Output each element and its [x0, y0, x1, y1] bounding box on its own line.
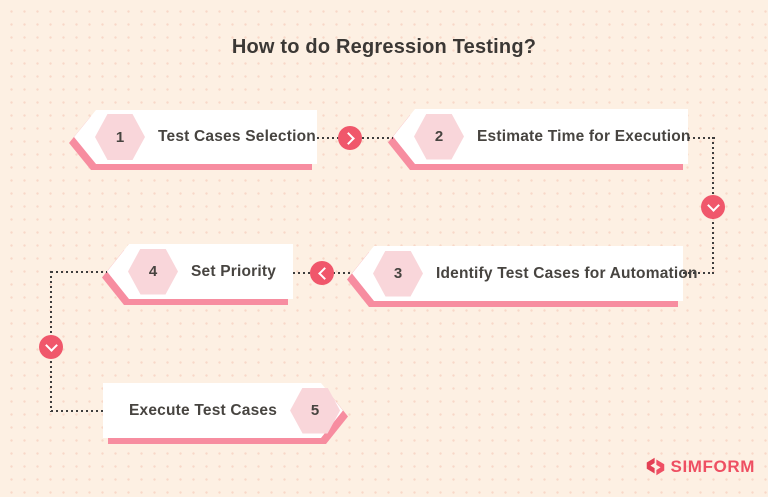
step-1-banner: 1 Test Cases Selection [69, 110, 317, 170]
brand-logo-text: SIMFORM [670, 456, 755, 476]
chevron-down-icon [44, 338, 58, 352]
step-3-label: Identify Test Cases for Automation [436, 264, 698, 282]
arrow-node-4-5 [39, 335, 63, 359]
connector-line-corner-3 [683, 272, 714, 274]
step-5-hexagon: 5 [290, 387, 341, 434]
connector-line-2-corner [688, 137, 715, 139]
step-4-banner: 4 Set Priority [102, 244, 293, 305]
step-2-banner: 2 Estimate Time for Execution [388, 109, 691, 170]
step-5-banner: Execute Test Cases 5 [103, 383, 343, 438]
step-3-banner: 3 Identify Test Cases for Automation [347, 246, 698, 307]
step-2-hexagon: 2 [414, 113, 464, 160]
arrow-node-2-3 [701, 195, 725, 219]
step-1-number: 1 [115, 128, 125, 146]
connector-line-corner-5 [51, 410, 103, 412]
arrow-node-1-2 [338, 126, 362, 150]
step-5-number: 5 [310, 402, 320, 419]
arrow-node-3-4 [310, 261, 334, 285]
chevron-left-icon [317, 266, 331, 280]
step-3-number: 3 [393, 265, 403, 282]
step-1-label: Test Cases Selection [158, 128, 316, 145]
chevron-down-icon [706, 198, 720, 212]
step-4-label: Set Priority [191, 262, 277, 280]
step-4-hexagon: 4 [128, 248, 178, 295]
page-title: How to do Regression Testing? [231, 36, 537, 58]
step-5-label: Execute Test Cases [129, 401, 278, 419]
step-2-number: 2 [434, 128, 444, 145]
brand-logo: SIMFORM [645, 456, 755, 477]
simform-s-icon [646, 457, 664, 476]
step-4-number: 4 [148, 263, 158, 280]
chevron-right-icon [341, 131, 355, 145]
step-1-hexagon: 1 [95, 114, 145, 160]
connector-line-4-corner [51, 271, 107, 273]
step-3-hexagon: 3 [373, 250, 423, 297]
step-2-label: Estimate Time for Execution [477, 127, 691, 145]
